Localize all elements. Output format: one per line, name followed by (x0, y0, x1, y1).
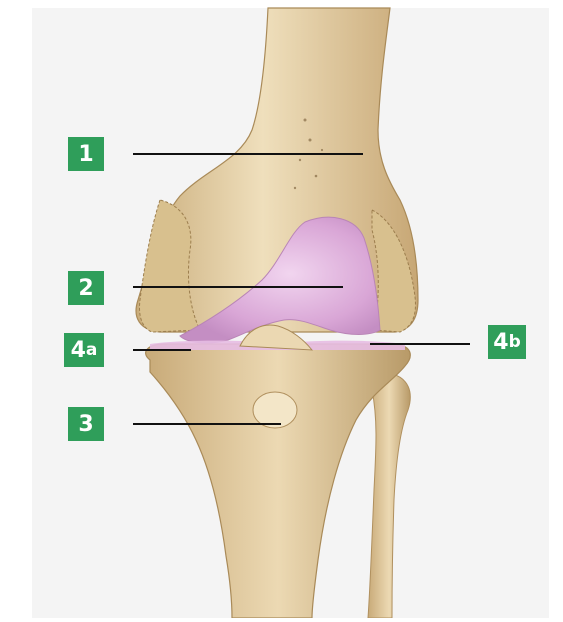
label-3: 3 (68, 407, 104, 441)
label-4b-letter: b (509, 332, 521, 352)
label-4b-number: 4 (493, 330, 508, 355)
leader-line-3 (133, 423, 281, 425)
label-1-text: 1 (78, 142, 93, 167)
label-2-text: 2 (78, 276, 93, 301)
label-4a-number: 4 (71, 338, 86, 363)
label-2: 2 (68, 271, 104, 305)
label-4a-letter: a (86, 340, 97, 360)
leader-line-2 (133, 286, 343, 288)
leader-line-4a (133, 349, 191, 351)
label-1: 1 (68, 137, 104, 171)
label-3-text: 3 (78, 412, 93, 437)
leader-line-1 (133, 153, 363, 155)
leader-line-4b (370, 343, 470, 345)
